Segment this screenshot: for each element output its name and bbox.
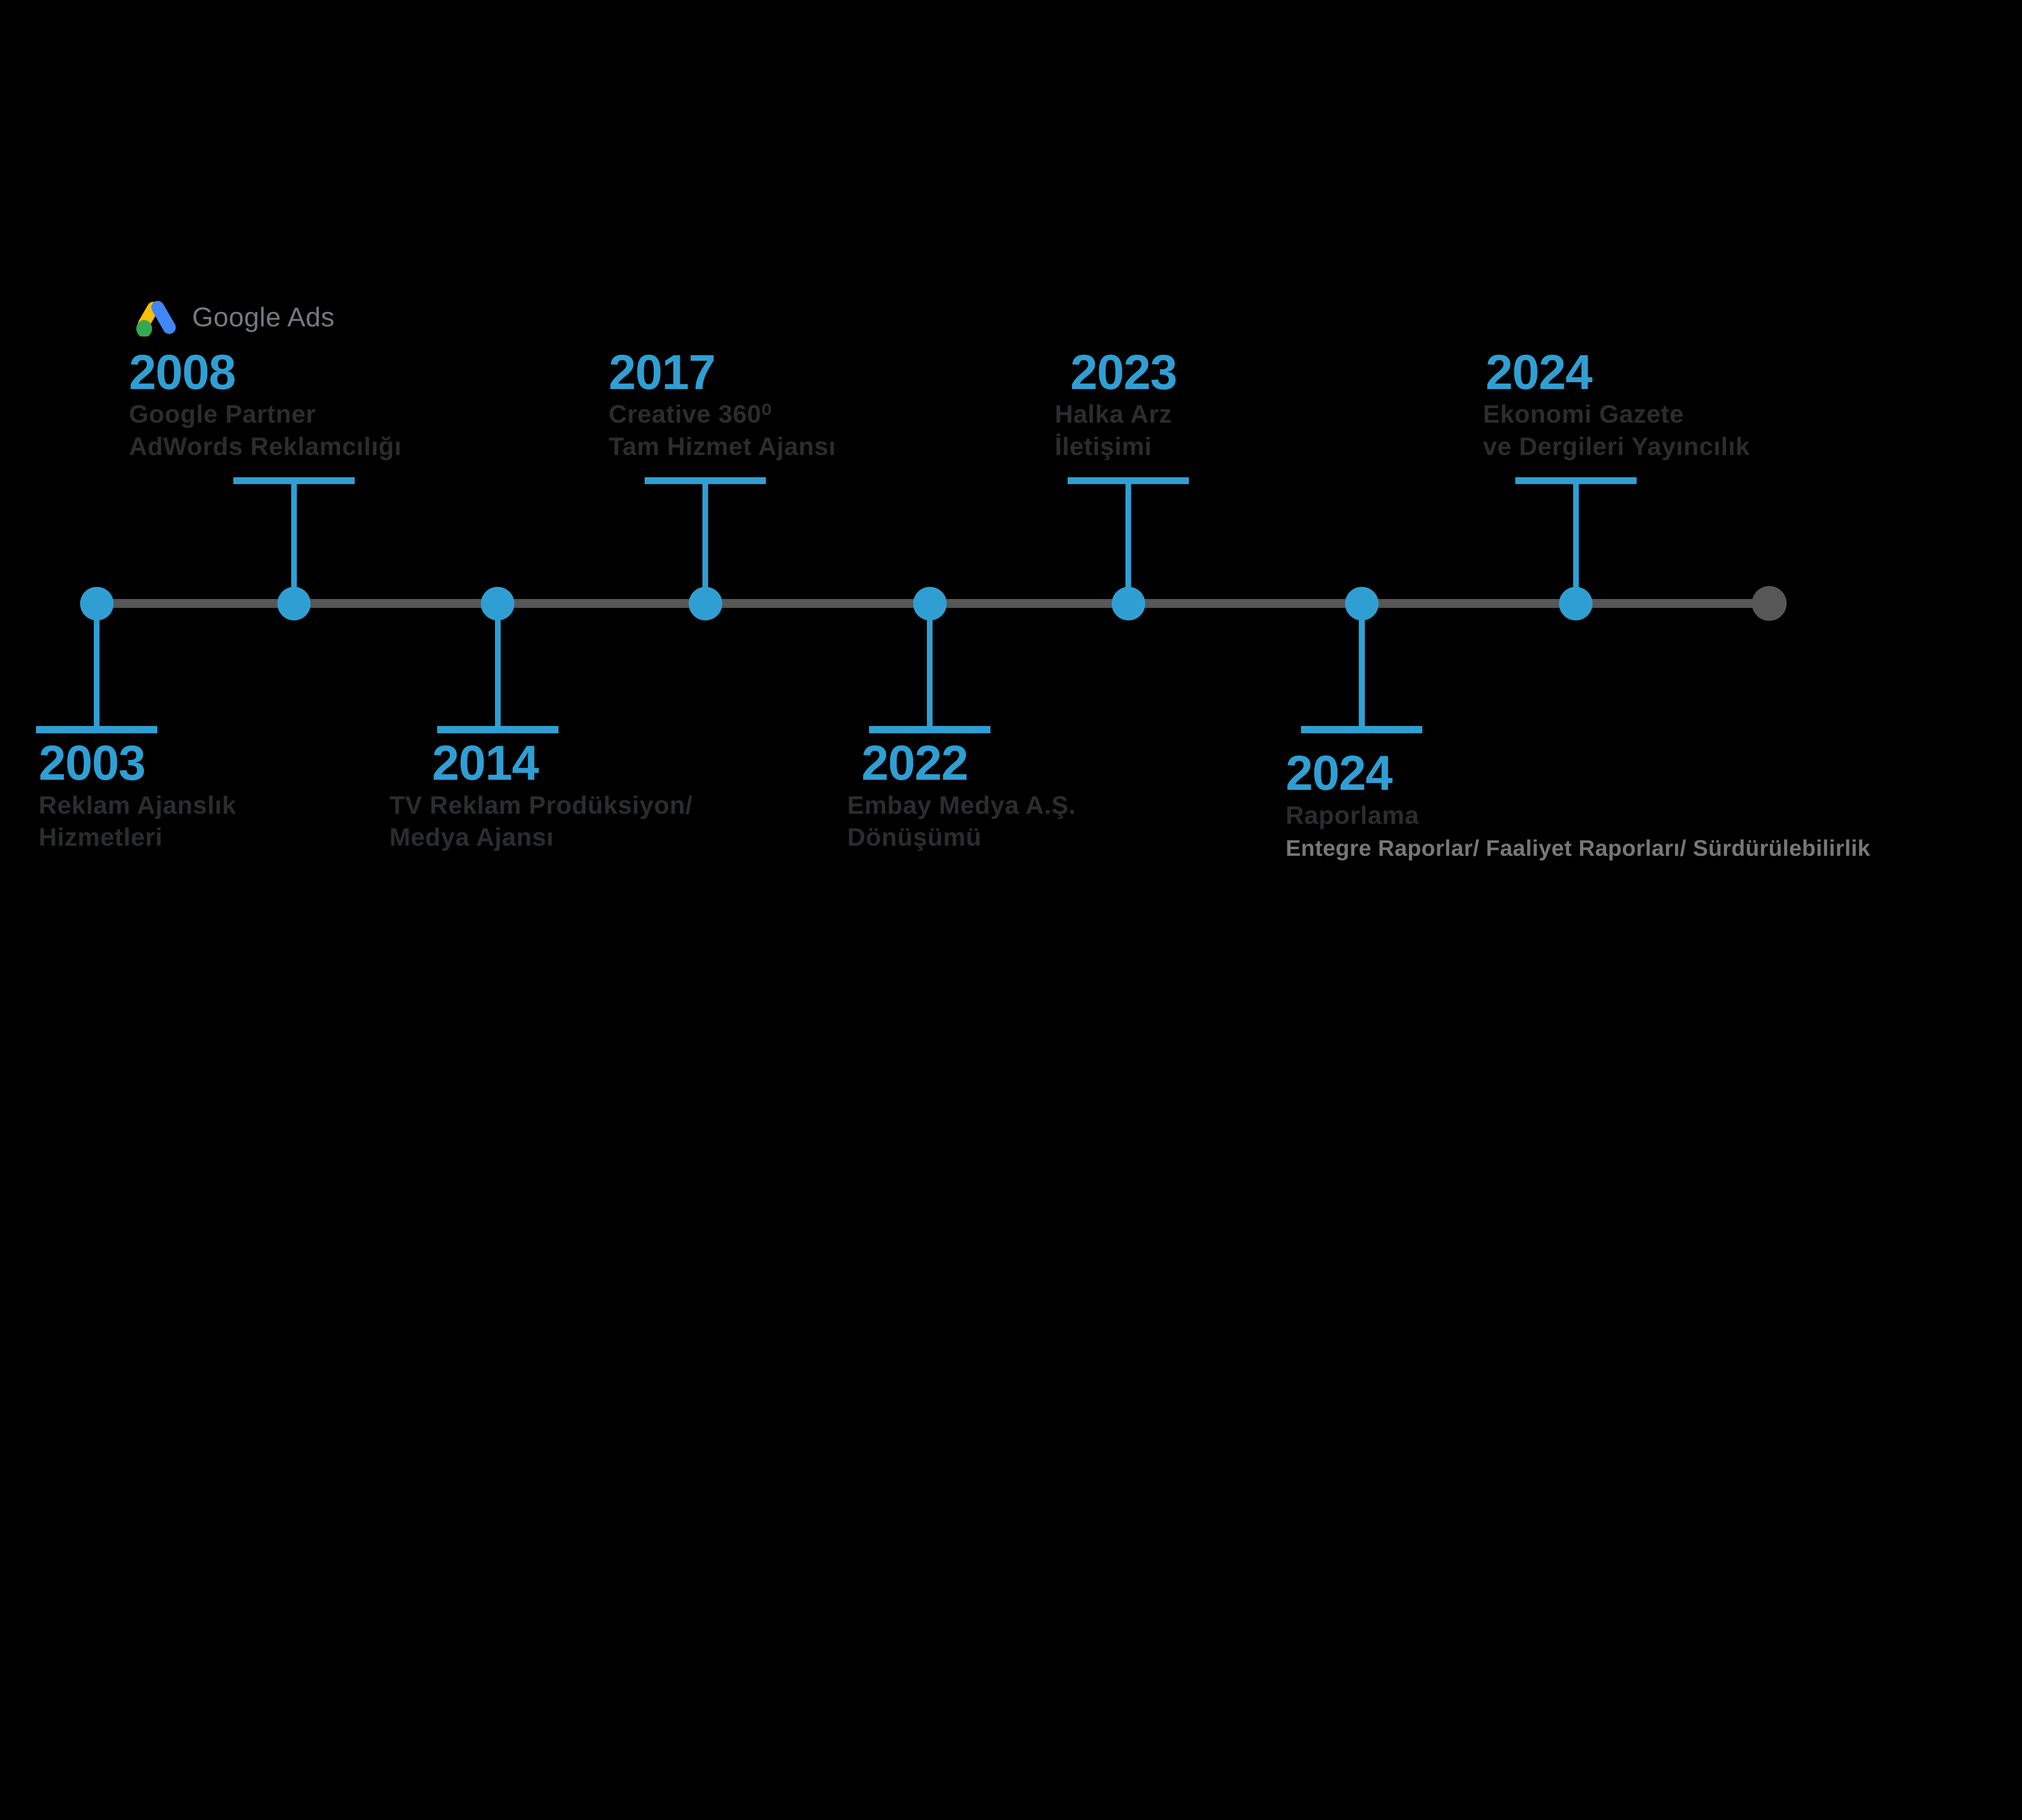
connector-line <box>1573 482 1579 604</box>
timeline-end-dot <box>1751 586 1787 621</box>
timeline-dot <box>1111 586 1145 620</box>
connector-line <box>926 603 933 729</box>
milestone-desc-line: Creative 360⁰ <box>609 400 772 429</box>
milestone-desc-line: Hizmetleri <box>38 823 163 852</box>
google-ads-logo: Google Ads <box>135 298 335 337</box>
milestone-text-block: 2017 Creative 360⁰ Tam Hizmet Ajansı <box>609 344 836 463</box>
connector-bar <box>1068 477 1189 485</box>
connector-line <box>1359 603 1365 729</box>
connector-bar <box>437 726 558 733</box>
timeline-dot <box>80 586 114 620</box>
timeline-infographic: 2003 Reklam Ajanslık Hizmetleri Google A… <box>36 298 1870 864</box>
milestone-text-block: 2023 Halka Arz İletişimi <box>1055 344 1178 463</box>
milestone-desc-line: ve Dergileri Yayıncılık <box>1483 433 1750 461</box>
timeline-dot <box>1559 586 1593 620</box>
connector-bar <box>1515 477 1637 485</box>
milestone-year: 2024 <box>1286 745 1393 801</box>
milestone-desc-highlight-line: Entegre Raporlar/ Faaliyet Raporları/ Sü… <box>1286 835 1871 861</box>
timeline-dot <box>277 586 311 620</box>
connector-bar <box>1301 726 1423 733</box>
connector-line <box>93 603 100 729</box>
connector-bar <box>645 477 766 485</box>
milestone-desc-line: Medya Ajansı <box>389 823 554 852</box>
milestone-year: 2014 <box>432 735 539 790</box>
milestone-desc-line: Tam Hizmet Ajansı <box>609 433 836 461</box>
timeline-dot <box>481 586 515 620</box>
milestone-desc-line: İletişimi <box>1055 433 1152 461</box>
timeline-dot <box>688 586 722 620</box>
milestone-desc-line: Dönüşümü <box>847 823 982 852</box>
milestone-text-block: 2024 Raporlama Entegre Raporlar/ Faaliye… <box>1286 747 1870 864</box>
milestone-year: 2022 <box>861 735 969 790</box>
connector-bar <box>869 726 990 733</box>
connector-line <box>291 482 297 604</box>
timeline-dot <box>913 586 947 620</box>
milestone-desc-line: Ekonomi Gazete <box>1483 400 1684 429</box>
milestone-desc-line: Raporlama <box>1286 802 1419 830</box>
connector-bar <box>233 477 355 485</box>
milestone-desc-line: Embay Medya A.Ş. <box>847 791 1076 819</box>
milestone-text-block: 2022 Embay Medya A.Ş. Dönüşümü <box>847 736 1076 854</box>
connector-line <box>702 482 709 604</box>
timeline-dot <box>1345 586 1379 620</box>
google-ads-icon <box>136 301 176 337</box>
connector-line <box>495 603 501 729</box>
milestone-year: 2017 <box>609 344 716 400</box>
milestone-year: 2008 <box>129 344 236 400</box>
milestone-text-block: 2014 TV Reklam Prodüksiyon/ Medya Ajansı <box>389 736 693 854</box>
milestone-text-block: 2003 Reklam Ajanslık Hizmetleri <box>39 736 237 854</box>
milestone-desc-line: Halka Arz <box>1055 400 1172 429</box>
milestone-year: 2023 <box>1070 344 1178 400</box>
milestone-desc-line: TV Reklam Prodüksiyon/ <box>389 791 693 819</box>
milestone-year: 2003 <box>38 735 146 790</box>
connector-bar <box>36 726 158 733</box>
milestone-desc-line: Reklam Ajanslık <box>38 791 237 819</box>
google-ads-wordmark: Google Ads <box>192 302 335 332</box>
milestone-desc-line: AdWords Reklamcılığı <box>129 433 402 461</box>
milestone-text-block: 2024 Ekonomi Gazete ve Dergileri Yayıncı… <box>1483 344 1750 463</box>
milestone-text-block: 2008 Google Partner AdWords Reklamcılığı <box>129 344 402 463</box>
milestone-desc-line: Google Partner <box>129 400 316 429</box>
milestone-year: 2024 <box>1485 344 1593 400</box>
connector-line <box>1125 482 1132 604</box>
